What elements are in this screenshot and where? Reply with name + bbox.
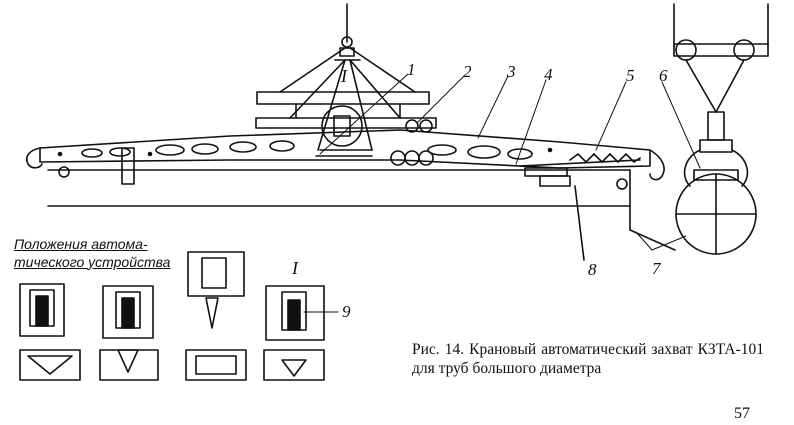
page-number: 57: [734, 405, 750, 422]
callout-4: 4: [544, 65, 553, 84]
upper-crossbeam: [255, 91, 437, 129]
traverse-beam: [25, 129, 665, 181]
position-figure-1: [19, 283, 81, 381]
detail-mark-top: I: [341, 66, 347, 86]
pipe-outline: [47, 147, 676, 261]
suspension-sling: [279, 3, 416, 151]
position-figure-2: [99, 285, 159, 381]
callout-8: 8: [588, 260, 597, 279]
leader-lines: [319, 73, 701, 251]
spring: [519, 153, 641, 167]
callout-2: 2: [463, 62, 472, 81]
end-view: [673, 3, 769, 255]
central-pivot: [315, 105, 373, 157]
position-figure-detail: [263, 285, 339, 381]
callout-1: 1: [407, 60, 416, 79]
positions-heading: Положения автома- тического устройства: [14, 236, 171, 270]
detail-mark-bottom: I: [292, 258, 298, 278]
callout-5: 5: [626, 66, 635, 85]
callout-7: 7: [652, 259, 661, 278]
rollers: [390, 119, 434, 166]
callout-6: 6: [659, 66, 668, 85]
position-figure-3: [185, 251, 247, 381]
callout-3: 3: [507, 62, 516, 81]
callout-9: 9: [342, 302, 351, 321]
figure-caption: Рис. 14. Крановый автоматический захват …: [412, 341, 764, 377]
